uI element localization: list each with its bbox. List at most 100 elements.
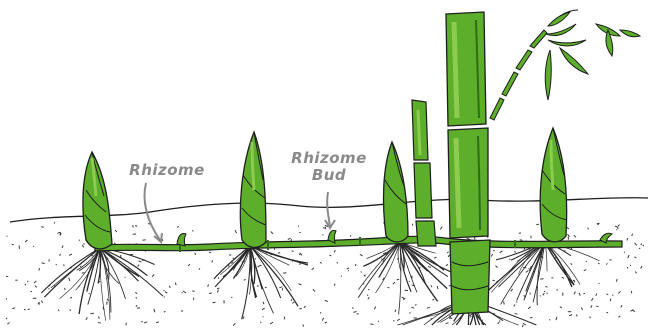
soil-speckle — [39, 268, 40, 271]
soil-speckle — [596, 294, 597, 296]
soil-speckle — [597, 224, 599, 225]
soil-speckle — [515, 251, 516, 253]
soil-speckle — [395, 310, 396, 312]
soil-speckle — [628, 255, 629, 258]
soil-speckle — [402, 297, 405, 299]
soil-speckle — [526, 271, 528, 273]
soil-speckle — [596, 306, 598, 307]
soil-speckle — [504, 301, 505, 304]
soil-speckle — [616, 279, 617, 282]
soil-speckle — [312, 268, 314, 270]
soil-speckle — [528, 307, 531, 309]
soil-speckle — [56, 264, 57, 265]
soil-speckle — [28, 309, 30, 310]
soil-speckle — [583, 293, 585, 294]
soil-speckle — [169, 286, 170, 288]
soil-speckle — [270, 322, 273, 324]
soil-speckle — [447, 252, 448, 253]
root — [250, 246, 289, 265]
soil-speckle — [592, 298, 594, 301]
soil-speckle — [79, 240, 80, 241]
soil-speckle — [292, 251, 294, 252]
soil-speckle — [137, 308, 140, 309]
soil-speckle — [627, 267, 628, 268]
soil-speckle — [618, 291, 620, 293]
soil-speckle — [33, 246, 34, 247]
soil-speckle — [616, 230, 617, 231]
soil-speckle — [606, 263, 607, 264]
soil-speckle — [320, 262, 322, 263]
soil-speckle — [562, 277, 564, 278]
soil-speckle — [258, 265, 261, 267]
soil-speckle — [244, 279, 246, 280]
soil-speckle — [378, 321, 379, 322]
label-rhizome: Rhizome — [122, 162, 212, 179]
soil-speckle — [374, 306, 375, 309]
bamboo-shoot-icon — [83, 152, 112, 249]
soil-speckle — [511, 289, 513, 292]
soil-speckle — [437, 286, 438, 289]
soil-speckle — [639, 248, 640, 249]
soil-speckle — [65, 288, 66, 290]
soil-speckle — [98, 322, 101, 323]
soil-speckle — [325, 322, 327, 323]
soil-speckle — [446, 264, 448, 266]
soil-speckle — [397, 258, 398, 259]
soil-speckle — [615, 226, 618, 227]
soil-speckle — [263, 317, 264, 318]
soil-speckle — [427, 307, 430, 308]
soil-speckle — [135, 225, 137, 226]
soil-speckle — [199, 268, 200, 269]
soil-speckle — [591, 305, 592, 308]
soil-speckle — [520, 240, 523, 241]
soil-speckle — [217, 288, 219, 289]
soil-speckle — [440, 227, 442, 230]
soil-speckle — [334, 284, 335, 286]
soil-speckle — [576, 315, 577, 317]
soil-speckle — [329, 255, 331, 256]
soil-speckle — [262, 308, 265, 310]
soil-speckle — [448, 255, 450, 257]
soil-speckle — [621, 305, 622, 307]
soil-speckle — [367, 295, 368, 296]
soil-speckle — [536, 224, 539, 225]
soil-speckle — [300, 253, 302, 255]
soil-speckle — [370, 324, 373, 325]
soil-speckle — [25, 240, 27, 242]
soil-speckle — [126, 323, 127, 326]
soil-speckle — [446, 323, 449, 324]
soil-speckle — [325, 300, 328, 301]
soil-speckle — [434, 257, 437, 258]
soil-speckle — [491, 254, 492, 257]
soil-speckle — [519, 233, 521, 234]
soil-speckle — [515, 313, 518, 314]
soil-speckle — [192, 291, 194, 292]
soil-speckle — [135, 292, 137, 294]
soil-speckle — [107, 299, 108, 301]
soil-speckle — [6, 318, 7, 319]
soil-speckle — [523, 323, 526, 325]
soil-speckle — [139, 261, 142, 262]
soil-speckle — [141, 322, 143, 323]
soil-speckle — [177, 226, 179, 227]
soil-speckle — [136, 305, 138, 306]
soil-speckle — [83, 245, 84, 247]
soil-speckle — [415, 304, 416, 305]
root-cluster-icon — [358, 242, 465, 315]
label-rhizome-bud-line1: Rhizome — [284, 150, 374, 167]
bamboo-branch-icon — [490, 10, 640, 120]
label-rhizome-bud-line2: Bud — [284, 167, 374, 184]
soil-speckle — [498, 322, 500, 324]
soil-speckle — [263, 302, 264, 304]
root — [358, 242, 400, 298]
soil-speckle — [209, 293, 212, 294]
soil-speckle — [62, 246, 63, 248]
soil-speckle — [188, 264, 190, 266]
soil-speckle — [341, 276, 342, 277]
soil-speckle — [634, 257, 636, 258]
soil-speckle — [610, 299, 611, 302]
soil-speckle — [635, 243, 637, 245]
bamboo-shoot-icon — [240, 132, 266, 247]
soil-speckle — [279, 287, 282, 288]
soil-speckle — [39, 304, 40, 305]
